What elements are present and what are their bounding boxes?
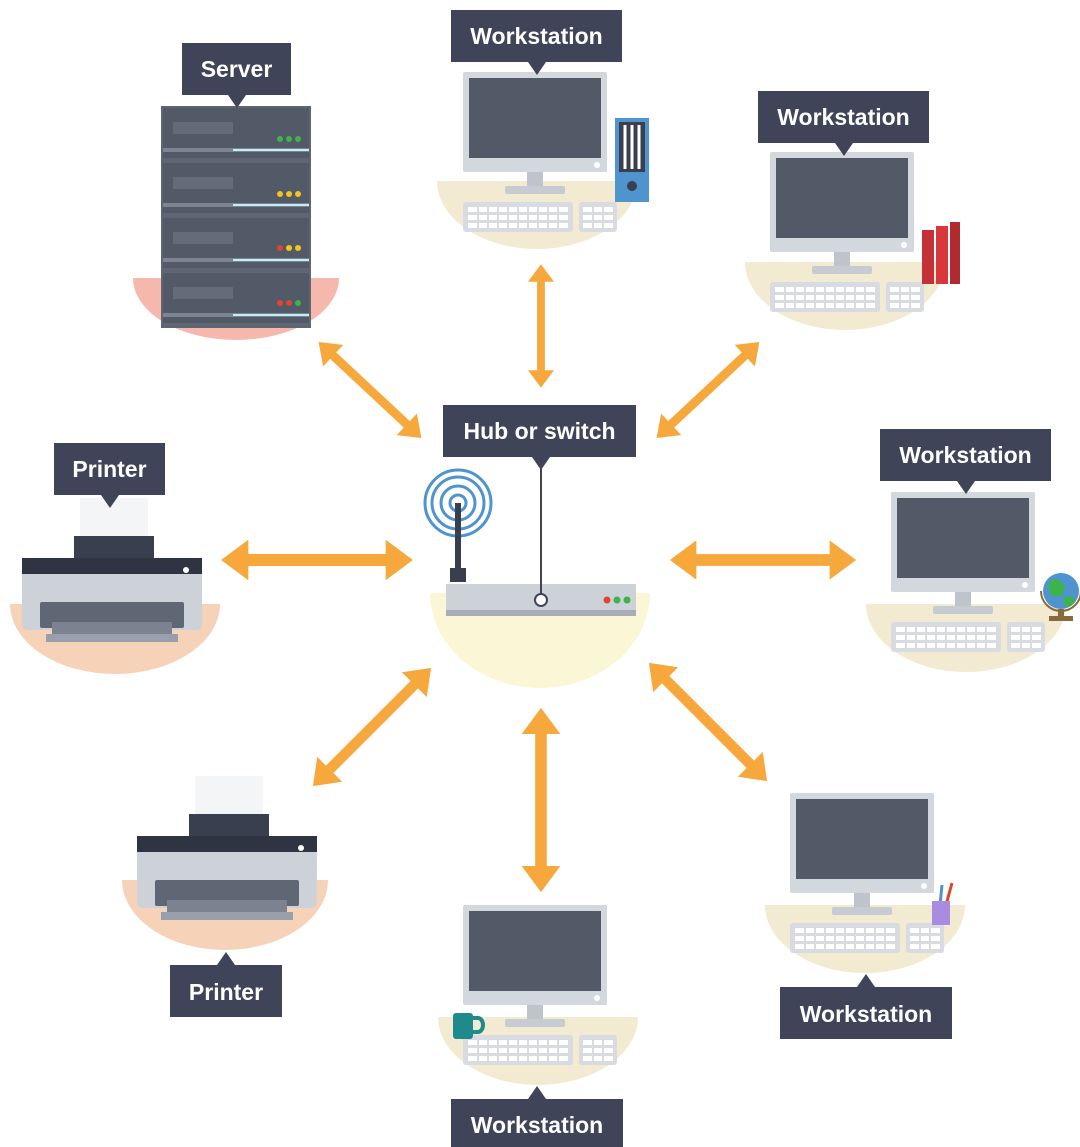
workstation-right-icon (890, 491, 1080, 653)
svg-text:Server: Server (201, 56, 273, 82)
ws-bottom-label: Workstation (451, 1086, 623, 1147)
binder-icon (615, 118, 649, 202)
svg-text:Workstation: Workstation (471, 1112, 603, 1138)
workstation-bottom-icon (453, 904, 618, 1066)
svg-text:Workstation: Workstation (470, 23, 602, 49)
ws-top-right-label: Workstation (758, 91, 929, 156)
printer-bottom-left-icon (137, 776, 317, 920)
arrow-left (221, 539, 413, 581)
arrow-top (528, 264, 554, 388)
mug-icon (453, 1013, 485, 1039)
hub-icon (423, 462, 636, 616)
svg-text:Printer: Printer (189, 979, 263, 1005)
arrow-top-left (308, 331, 432, 449)
svg-text:Workstation: Workstation (777, 104, 909, 130)
svg-text:Workstation: Workstation (899, 442, 1031, 468)
globe-icon (1040, 573, 1080, 621)
svg-text:Workstation: Workstation (800, 1001, 932, 1027)
workstation-top-icon (462, 71, 649, 233)
wifi-antenna-icon (423, 468, 493, 582)
books-icon (922, 222, 960, 284)
server-label: Server (182, 43, 291, 108)
printer-bottom-left-label: Printer (170, 952, 282, 1017)
server-icon (161, 106, 311, 328)
workstation-bottom-right-icon (789, 792, 954, 954)
pencil-cup-icon (932, 882, 954, 925)
hub-plate (430, 593, 650, 688)
arrow-bottom (521, 707, 561, 893)
printer-left-label: Printer (54, 443, 165, 508)
arrow-bottom-right (636, 650, 780, 794)
arrow-bottom-left (300, 655, 444, 799)
workstation-top-right-icon (769, 151, 960, 313)
hub-label: Hub or switch (443, 405, 636, 470)
arrow-top-right (646, 331, 770, 449)
ws-right-label: Workstation (880, 429, 1051, 494)
svg-text:Printer: Printer (72, 456, 146, 482)
arrow-right (669, 540, 857, 580)
ws-top-label: Workstation (451, 10, 622, 75)
printer-left-icon (22, 498, 202, 642)
ws-bottom-right-label: Workstation (780, 974, 952, 1039)
svg-text:Hub or switch: Hub or switch (463, 418, 615, 444)
